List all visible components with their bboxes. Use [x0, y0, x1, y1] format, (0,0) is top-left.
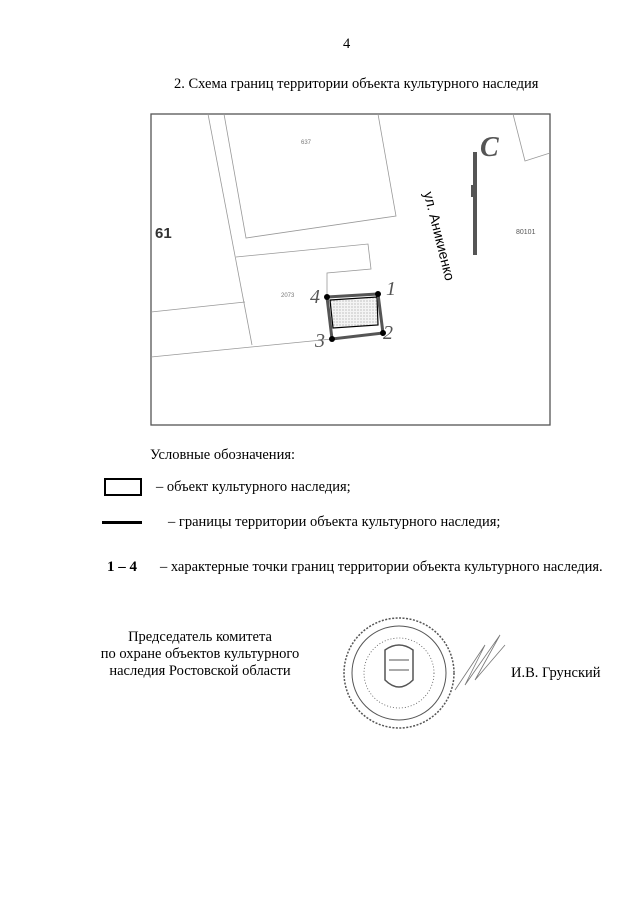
parcel-label-80101: 80101: [516, 229, 536, 236]
legend-item-boundary: – границы территории объекта культурного…: [168, 514, 501, 530]
page-number: 4: [343, 36, 351, 52]
boundary-points: [324, 291, 386, 342]
position-line-3: наследия Ростовской области: [109, 663, 291, 679]
point-label-2: 2: [383, 322, 393, 344]
point-label-1: 1: [386, 278, 396, 300]
point-label-3: 3: [315, 330, 325, 352]
north-label: С: [480, 132, 499, 163]
point-1: [375, 291, 381, 297]
parcel-boundaries: [150, 113, 551, 358]
point-4: [324, 294, 330, 300]
point-label-4: 4: [310, 286, 320, 308]
parcel-label-2073: 2073: [281, 293, 295, 299]
signatory-position: Председатель комитета по охране объектов…: [90, 629, 310, 680]
legend-points-symbol: 1 – 4: [107, 559, 137, 575]
point-3: [329, 336, 335, 342]
heritage-object: [329, 296, 379, 329]
page-heading: 2. Схема границ территории объекта культ…: [174, 76, 539, 92]
legend-item-points: – характерные точки границ территории об…: [160, 559, 603, 575]
point-2: [380, 330, 386, 336]
signatory-name: И.В. Грунский: [511, 665, 601, 681]
legend-item-object: – объект культурного наследия;: [156, 479, 351, 495]
legend-rectangle-symbol: [104, 478, 142, 496]
parcel-label-637: 637: [301, 140, 312, 146]
position-line-1: Председатель комитета: [128, 629, 272, 645]
legend-title: Условные обозначения:: [150, 447, 296, 463]
north-arrow: [471, 152, 477, 255]
handwritten-signature: [454, 634, 506, 691]
legend-line-symbol: [102, 521, 142, 524]
parcel-label-61: 61: [155, 225, 172, 242]
position-line-2: по охране объектов культурного: [100, 646, 300, 662]
